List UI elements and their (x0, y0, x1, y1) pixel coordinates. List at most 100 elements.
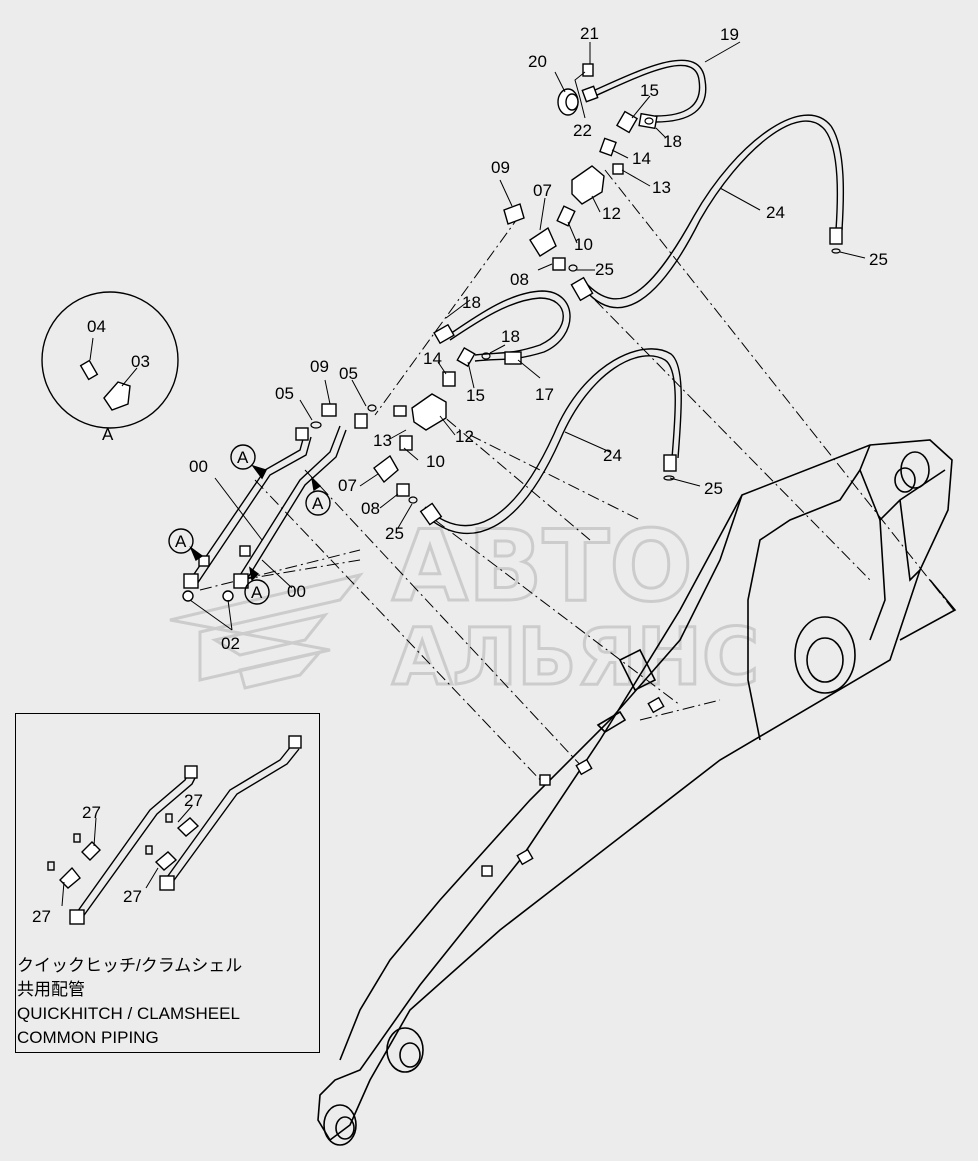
view-marker-a3: A (175, 532, 187, 551)
callout-05b: 05 (339, 364, 358, 383)
inset-caption-jp-1: クイックヒッチ/クラムシェル (17, 956, 243, 975)
rigid-pipes (182, 425, 347, 602)
watermark-logo-icon (169, 572, 364, 690)
callout-18b: 18 (462, 293, 481, 312)
hose-24-lower (424, 355, 676, 535)
callout-25a: 25 (595, 260, 614, 279)
callout-27a: 27 (82, 803, 101, 822)
callout-13b: 13 (373, 431, 392, 450)
fittings (321, 63, 843, 877)
inset-caption-en-1: QUICKHITCH / CLAMSHEEL (17, 1004, 240, 1023)
inset-caption-jp-2: 共用配管 (17, 980, 85, 999)
adapter-14 (599, 137, 617, 157)
callout-00a: 00 (189, 457, 208, 476)
view-marker-a3-circle (168, 528, 194, 554)
callout-14b: 14 (423, 349, 442, 368)
bolt-04 (79, 359, 99, 381)
callout-leaders (61, 41, 866, 907)
view-marker-a4-circle (244, 579, 270, 605)
callout-25d: 25 (385, 524, 404, 543)
callout-27b: 27 (184, 791, 203, 810)
inset-figure (47, 735, 302, 925)
callout-27c: 27 (32, 907, 51, 926)
plug-21 (582, 63, 594, 77)
view-marker-a4: A (251, 583, 263, 602)
callout-12a: 12 (602, 204, 621, 223)
adapter-09c (354, 413, 368, 429)
callout-09b: 09 (310, 357, 329, 376)
hose-24-upper (584, 120, 839, 309)
callout-labels: 21 20 19 22 15 18 14 13 12 09 07 10 08 2… (32, 24, 888, 926)
inset-caption-en-2: COMMON PIPING (17, 1028, 159, 1047)
o-rings (310, 117, 841, 504)
callout-15a: 15 (640, 81, 659, 100)
callout-18c: 18 (501, 327, 520, 346)
detail-a (41, 291, 179, 429)
bolt-13 (612, 163, 624, 175)
adapter-14b (442, 371, 456, 387)
callout-14a: 14 (632, 149, 651, 168)
callout-20: 20 (528, 52, 547, 71)
hose-end-24 (570, 276, 594, 302)
view-marker-a2-circle (305, 490, 331, 516)
block-12b (411, 393, 447, 431)
callout-05a: 05 (275, 384, 294, 403)
callout-08a: 08 (510, 270, 529, 289)
inset-caption: クイックヒッチ/クラムシェル 共用配管 QUICKHITCH / CLAMSHE… (17, 954, 242, 1050)
callout-19: 19 (720, 25, 739, 44)
hose-end-24c (419, 502, 443, 526)
plug-08b (396, 483, 410, 497)
view-marker-a1-circle (230, 444, 256, 470)
callout-03: 03 (131, 352, 150, 371)
callout-07b: 07 (338, 476, 357, 495)
elbow-09b (321, 403, 337, 417)
hose-end-17 (504, 351, 522, 365)
callout-25c: 25 (704, 479, 723, 498)
callout-25b: 25 (869, 250, 888, 269)
callout-00b: 00 (287, 582, 306, 601)
callout-15b: 15 (466, 386, 485, 405)
callout-22: 22 (573, 121, 592, 140)
view-marker-a1: A (237, 448, 249, 467)
tee-07 (529, 226, 557, 257)
view-marker-a2: A (312, 494, 324, 513)
callout-13a: 13 (652, 178, 671, 197)
callout-10b: 10 (426, 452, 445, 471)
hose-end-18 (433, 323, 455, 345)
hose-19 (594, 59, 707, 123)
elbow-15 (615, 110, 639, 134)
adapter-10 (556, 205, 576, 227)
callout-21: 21 (580, 24, 599, 43)
plug-08 (552, 257, 566, 271)
detail-a-circle (41, 291, 179, 429)
callout-12b: 12 (455, 427, 474, 446)
callout-17: 17 (535, 385, 554, 404)
hose-end-24b (829, 227, 843, 245)
block-12 (571, 165, 605, 205)
inset-frame (15, 713, 320, 1053)
hoses (424, 59, 845, 535)
tee-07b (373, 454, 399, 484)
view-markers (168, 444, 331, 605)
callout-04: 04 (87, 317, 106, 336)
bolt-13b (393, 405, 407, 417)
callout-24b: 24 (603, 446, 622, 465)
callout-09a: 09 (491, 158, 510, 177)
elbow-15b (456, 346, 476, 368)
callout-08b: 08 (361, 499, 380, 518)
callout-02: 02 (221, 634, 240, 653)
clamp-03 (103, 381, 131, 411)
adapter-10b (399, 435, 413, 451)
watermark-line1: АВТО (392, 510, 693, 624)
callout-27d: 27 (123, 887, 142, 906)
watermark: АВТО АЛЬЯНС (169, 509, 761, 705)
callout-24a: 24 (766, 203, 785, 222)
leader-lines (199, 169, 956, 786)
boom-arm (317, 439, 957, 1146)
callout-18a: 18 (663, 132, 682, 151)
hose-end-24d (663, 454, 677, 472)
elbow-09 (503, 203, 525, 225)
view-label-a: A (102, 425, 114, 444)
callout-10a: 10 (574, 235, 593, 254)
